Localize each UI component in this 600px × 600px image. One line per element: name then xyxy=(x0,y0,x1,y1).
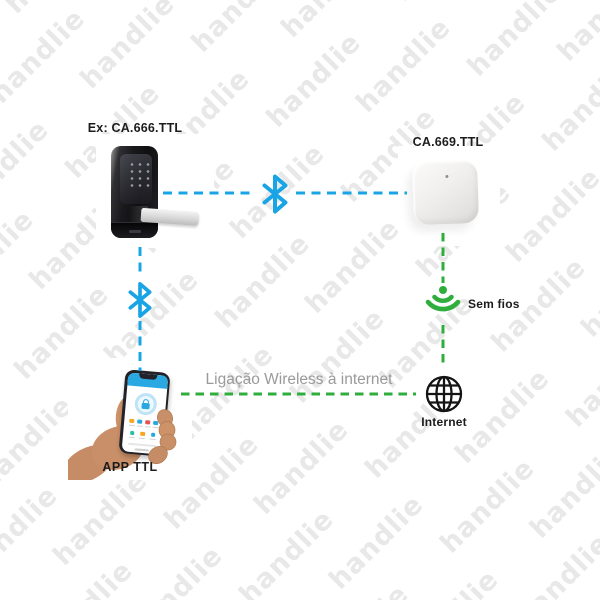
bluetooth-icon xyxy=(262,174,288,214)
door-lock-keypad-panel xyxy=(120,154,152,204)
door-lock-device xyxy=(111,146,200,238)
internet-label: Internet xyxy=(421,415,467,429)
wireless-label: Sem fios xyxy=(468,297,520,311)
door-lock-body xyxy=(111,146,158,238)
phone-in-hand xyxy=(68,358,192,480)
bluetooth-icon xyxy=(128,282,152,318)
connection-note: Ligação Wireless à internet xyxy=(205,371,393,388)
gateway-label: CA.669.TTL xyxy=(412,135,484,149)
hand-fingers xyxy=(148,409,177,465)
keypad-dots xyxy=(128,161,152,190)
bluetooth-link-lock-gateway xyxy=(163,174,407,214)
keyhole-slot xyxy=(128,230,141,233)
globe-icon xyxy=(425,375,463,413)
bluetooth-link-lock-phone xyxy=(128,247,152,371)
wifi-waves-icon xyxy=(425,286,461,312)
app-label: APP TTL xyxy=(102,460,158,474)
door-lock-bottom-band xyxy=(111,222,158,238)
lock-label: Ex: CA.666.TTL xyxy=(87,121,183,135)
